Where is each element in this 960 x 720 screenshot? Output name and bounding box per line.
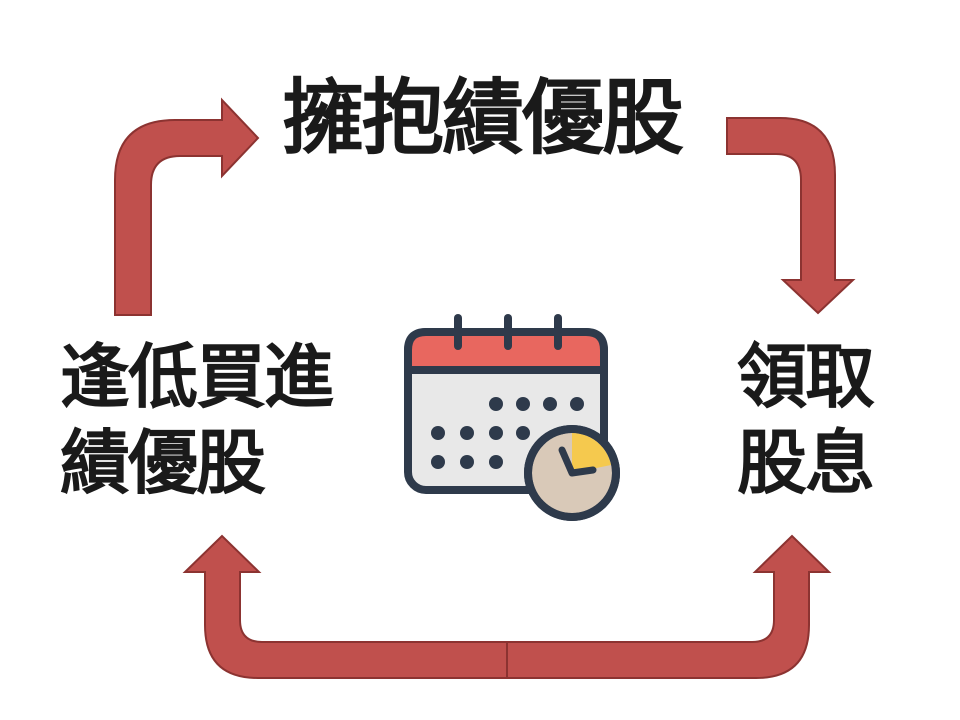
right-label: 領取 股息 bbox=[737, 336, 875, 514]
left-label-line2: 績優股 bbox=[60, 422, 266, 504]
top-label: 擁抱績優股 bbox=[282, 71, 684, 166]
arrow-bottom-loop bbox=[182, 534, 832, 679]
right-label-line2: 股息 bbox=[737, 422, 875, 504]
arrow-left-to-top bbox=[114, 97, 260, 316]
arrow-top-to-right bbox=[726, 117, 856, 315]
left-label-line1: 逢低買進 bbox=[60, 336, 334, 418]
calendar-clock-icon bbox=[404, 314, 620, 521]
right-label-line1: 領取 bbox=[737, 336, 875, 418]
left-label: 逢低買進 績優股 bbox=[60, 336, 334, 514]
